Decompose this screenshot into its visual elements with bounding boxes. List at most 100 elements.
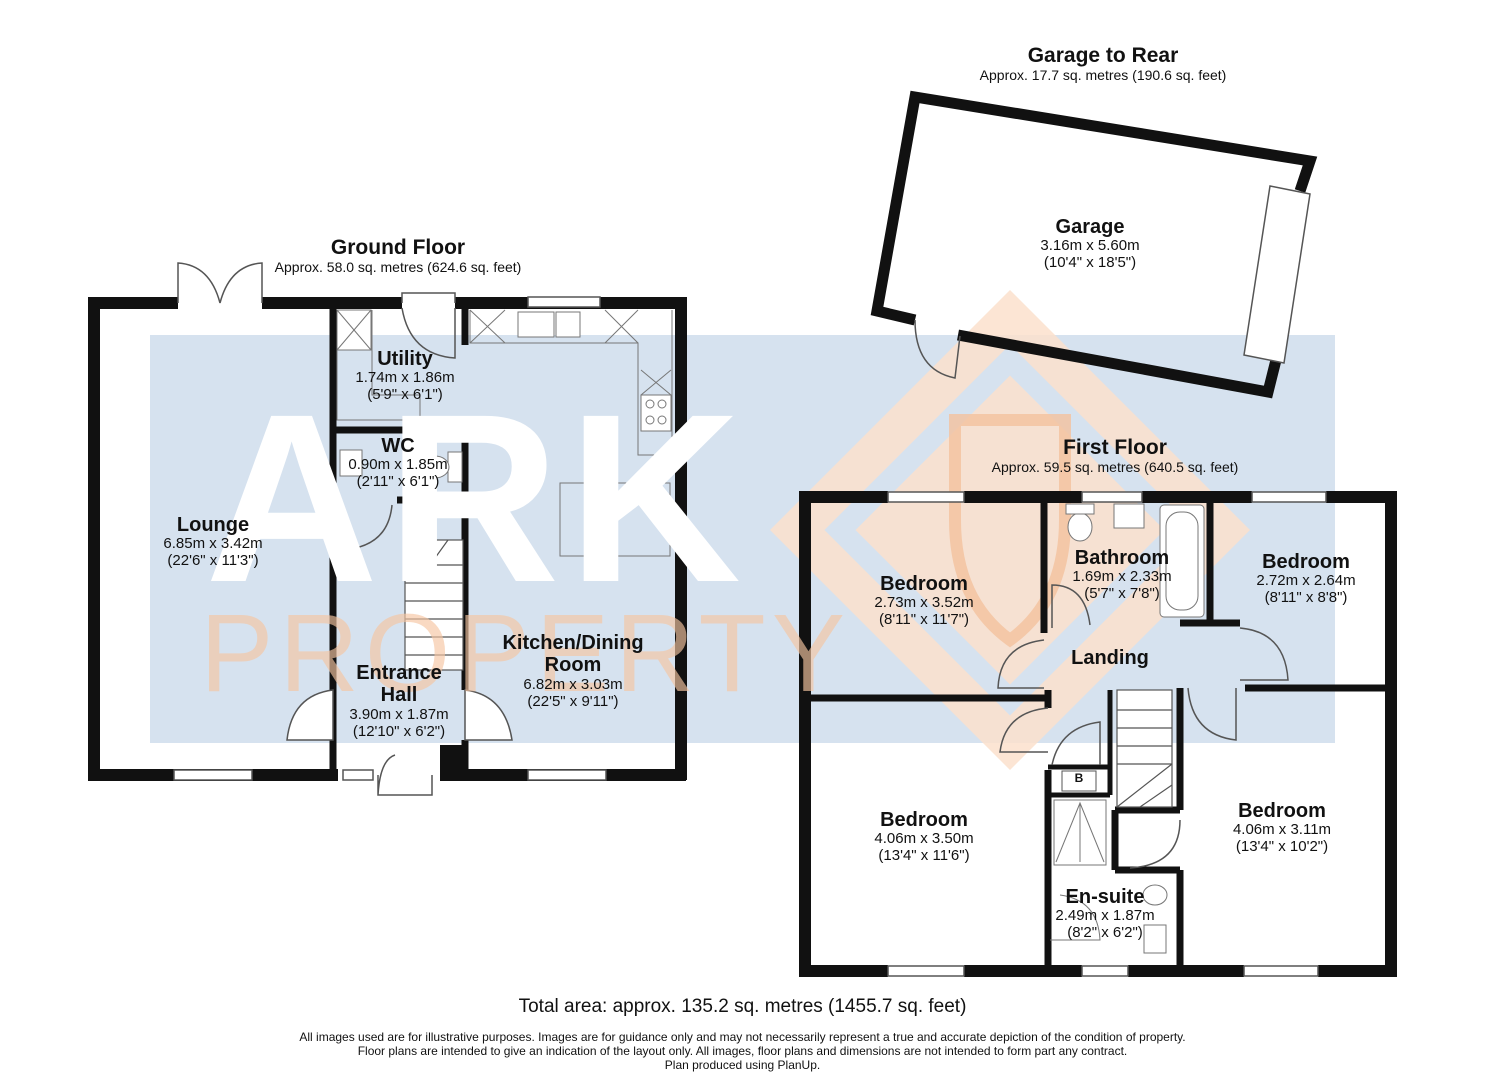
room-dimensions-metric: 6.85m x 3.42m [163,535,263,553]
gf-hob-ring [657,415,667,425]
ff-door-bed3 [999,707,1049,753]
room-dimensions-metric: 2.73m x 3.52m [874,594,974,612]
room-dimensions-metric: 4.06m x 3.11m [1232,821,1332,839]
gf-stairs-outline [404,539,464,671]
garage-door-panel [1243,185,1311,364]
first-floor-plan [799,491,1397,977]
ff-window-bed3 [887,965,965,977]
gf-kitchen-sink [517,311,555,338]
room-dimensions-metric: 1.74m x 1.86m [355,369,455,387]
watermark-diamond [770,290,1250,770]
gf-utility-worktop [336,310,421,421]
gf-kitchen-worktop [469,310,673,456]
gf-hob-ring [657,399,667,409]
ff-door-bed2 [1239,627,1289,681]
gf-wc-fixtures [339,449,463,483]
room-dimensions-metric: 2.49m x 1.87m [1055,907,1155,925]
boiler-label: B [1074,771,1084,785]
gf-wc-door [339,504,393,551]
gf-utility-back-door [401,292,456,359]
room-dimensions-imperial: (22'6" x 11'3") [167,552,259,570]
room-name: Bathroom [1074,547,1170,569]
room-dimensions-imperial: (22'5" x 9'11") [527,692,619,710]
gf-kitchen-drainer [555,311,581,338]
watermark-shield [949,414,1071,648]
ff-window-bath [1081,491,1143,503]
room-name-line2: Hall [380,684,418,707]
first-floor-area: Approx. 59.5 sq. metres (640.5 sq. feet) [991,458,1239,475]
gf-kitchen-island [559,482,671,557]
room-dimensions-metric: 3.90m x 1.87m [349,705,449,723]
gf-stair-winder [404,539,449,566]
ff-door-bath [1051,584,1091,628]
disclaimer-line: Plan produced using PlanUp. [664,1058,821,1072]
room-name: WC [381,435,415,457]
ff-bath-basin [1113,503,1145,529]
room-dimensions-metric: 3.16m x 5.60m [1040,237,1140,255]
gf-wc-basin [339,449,363,477]
gf-utility-appliance-cross [336,309,372,351]
garage-floor-title: Garage to Rear [1027,44,1179,67]
gf-kitchen-fixtures [469,309,673,557]
room-name: En-suite [1065,886,1145,908]
ff-window-bed4 [1243,965,1319,977]
gf-wc-toilet-cistern [447,451,463,483]
ff-bath-tub-inner [1165,511,1199,611]
room-label-bedroom-front-right: Bedroom 2.72m x 2.64m (8'11" x 8'8") [1256,551,1355,607]
garage-side-door [914,319,961,379]
room-dimensions-metric: 0.90m x 1.85m [348,456,448,474]
ff-ensuite-basin [1143,924,1167,954]
ground-floor-heading: Ground Floor Approx. 58.0 sq. metres (62… [275,236,522,275]
room-label-ensuite: En-suite 2.49m x 1.87m (8'2" x 6'2") [1055,886,1154,942]
room-dimensions-imperial: (12'10" x 6'2") [352,722,446,740]
ff-boiler-cupboard [1061,770,1097,792]
room-dimensions-imperial: (10'4" x 18'5") [1043,254,1137,272]
first-floor-title: First Floor [1063,436,1167,459]
room-dimensions-imperial: (13'4" x 11'6") [878,847,970,865]
garage-plan [870,90,1318,399]
gf-french-doors [177,262,263,304]
room-dimensions-metric: 6.82m x 3.03m [523,675,623,693]
ff-stairs-outline [1116,689,1173,808]
room-label-kitchen-dining: Kitchen/Dining Room 6.82m x 3.03m (22'5"… [502,632,643,710]
ground-floor-title: Ground Floor [330,236,466,259]
room-dimensions-imperial: (5'7" x 7'8") [1084,585,1160,603]
room-label-bathroom: Bathroom 1.69m x 2.33m (5'7" x 7'8") [1072,547,1171,603]
gf-hob-ring [645,399,655,409]
garage-walls [870,90,1318,326]
disclaimer-line: Floor plans are intended to give an indi… [357,1044,1128,1058]
room-label-entrance-hall: Entrance Hall 3.90m x 1.87m (12'10" x 6'… [349,662,448,740]
ff-ensuite-fixtures [1050,799,1168,954]
room-label-utility: Utility 1.74m x 1.86m (5'9" x 6'1") [355,348,454,404]
room-label-garage: Garage 3.16m x 5.60m (10'4" x 18'5") [1040,216,1139,272]
ff-window-bed1 [887,491,965,503]
ff-window-ensuite [1081,965,1129,977]
ff-shower-tray-lines [1055,801,1105,863]
disclaimer: All images used are for illustrative pur… [0,1030,1485,1072]
ff-ensuite-toilet [1142,884,1168,906]
ff-bathroom-fixtures [1065,503,1205,618]
gf-hall-doors [286,689,513,741]
gf-kitchen-hob [640,394,672,432]
room-dimensions-imperial: (5'9" x 6'1") [367,386,443,404]
ff-door-cupboard [1051,721,1101,766]
room-name: Bedroom [1262,551,1350,573]
room-dimensions-metric: 2.72m x 2.64m [1256,572,1356,590]
room-label-bedroom-rear-left: Bedroom 4.06m x 3.50m (13'4" x 11'6") [874,809,973,865]
room-label-lounge: Lounge 6.85m x 3.42m (22'6" x 11'3") [163,514,262,570]
room-label-bedroom-rear-right: Bedroom 4.06m x 3.11m (13'4" x 10'2") [1233,800,1331,856]
room-dimensions-imperial: (13'4" x 10'2") [1235,838,1329,856]
ff-bath-toilet [1067,512,1093,542]
gf-kitchen-appliance [469,309,672,396]
gf-staircase [404,539,464,671]
room-name: Utility [377,348,433,370]
room-dimensions-metric: 4.06m x 3.50m [874,830,974,848]
gf-window-rear-kitchen [527,296,601,308]
first-floor-heading: First Floor Approx. 59.5 sq. metres (640… [992,436,1239,475]
room-name: Bedroom [1238,800,1326,822]
ground-floor-area: Approx. 58.0 sq. metres (624.6 sq. feet) [274,258,522,275]
room-dimensions-imperial: (8'11" x 11'7") [878,611,970,629]
gf-front-door [377,754,433,796]
disclaimer-line: All images used are for illustrative pur… [299,1030,1186,1044]
